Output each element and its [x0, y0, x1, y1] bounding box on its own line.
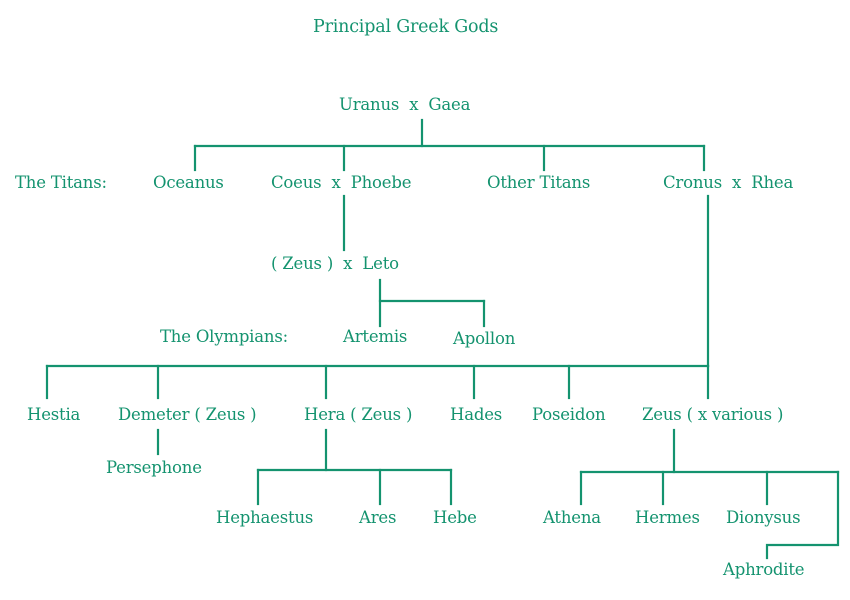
node-hephaestus: Hephaestus	[216, 508, 314, 527]
node-zeus-leto: ( Zeus ) x Leto	[271, 254, 399, 273]
node-cronus-rhea: Cronus x Rhea	[663, 173, 794, 192]
node-demeter: Demeter ( Zeus )	[118, 405, 257, 424]
diagram-title: Principal Greek Gods	[313, 17, 499, 37]
node-dionysus: Dionysus	[726, 508, 801, 527]
node-oceanus: Oceanus	[153, 173, 224, 192]
row-label-olympians: The Olympians:	[160, 327, 288, 346]
node-hebe: Hebe	[433, 508, 477, 527]
node-athena: Athena	[543, 508, 601, 527]
node-poseidon: Poseidon	[532, 405, 606, 424]
node-hermes: Hermes	[635, 508, 700, 527]
node-zeus-various: Zeus ( x various )	[642, 405, 784, 424]
node-ares: Ares	[359, 508, 397, 527]
node-persephone: Persephone	[106, 458, 202, 477]
node-apollon: Apollon	[453, 329, 516, 348]
node-other-titans: Other Titans	[487, 173, 591, 192]
node-hades: Hades	[450, 405, 503, 424]
row-label-titans: The Titans:	[15, 173, 107, 192]
node-coeus-phoebe: Coeus x Phoebe	[271, 173, 412, 192]
node-hestia: Hestia	[27, 405, 81, 424]
node-artemis: Artemis	[343, 327, 408, 346]
connector-aphrodite	[765, 470, 840, 560]
node-hera: Hera ( Zeus )	[304, 405, 413, 424]
node-aphrodite: Aphrodite	[723, 560, 805, 579]
node-uranus-gaea: Uranus x Gaea	[339, 95, 471, 114]
